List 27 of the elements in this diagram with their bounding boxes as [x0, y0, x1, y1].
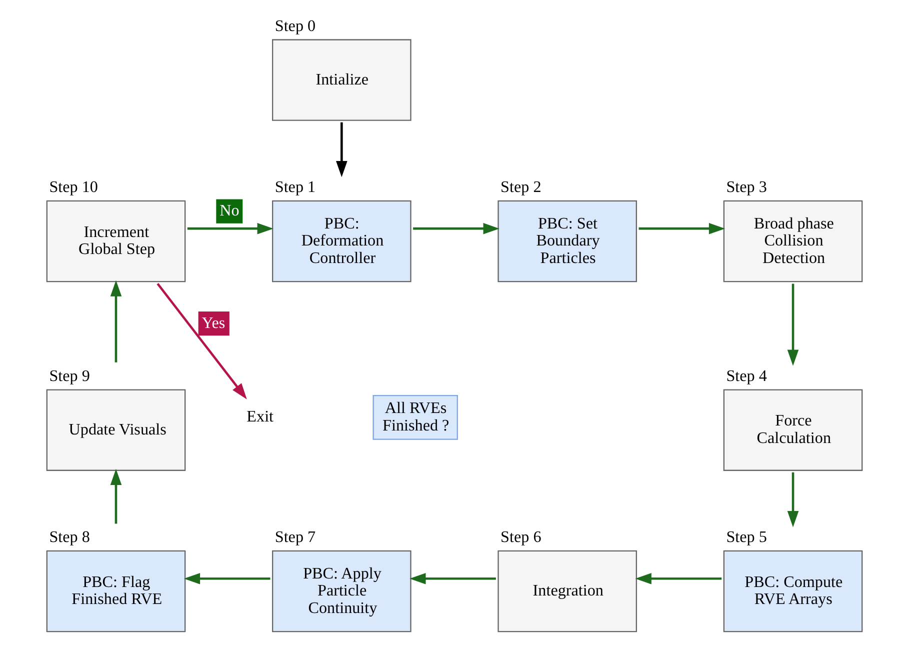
- arrow: [110, 280, 122, 362]
- node-label: Step 7: [274, 528, 316, 546]
- arrow: [638, 222, 726, 234]
- node-label: Step 6: [500, 528, 542, 546]
- arrow: [787, 472, 799, 528]
- arrow: [336, 122, 348, 178]
- arrow: [787, 284, 799, 366]
- node-label: Step 1: [274, 178, 316, 196]
- node-label: Step 5: [726, 528, 767, 546]
- node-text: Exit: [246, 408, 274, 426]
- arrow: [635, 572, 722, 584]
- node-box: All RVEs Finished ?: [372, 394, 458, 440]
- node-label: Step 4: [726, 368, 767, 385]
- node-label: Step 0: [274, 18, 316, 35]
- arrow: [156, 282, 247, 400]
- arrow: [110, 468, 122, 524]
- arrow: [410, 572, 496, 584]
- node-label: Step 3: [726, 178, 767, 196]
- node-label: Step 9: [49, 368, 90, 385]
- node-label: Step 8: [49, 528, 90, 546]
- node-label: Step 2: [500, 178, 542, 196]
- node-label: Step 10: [49, 178, 98, 196]
- arrow: [413, 222, 500, 234]
- arrow: [184, 572, 270, 584]
- arrow: [187, 222, 274, 234]
- edge-label: No: [220, 202, 240, 220]
- edge-label: Yes: [202, 314, 226, 332]
